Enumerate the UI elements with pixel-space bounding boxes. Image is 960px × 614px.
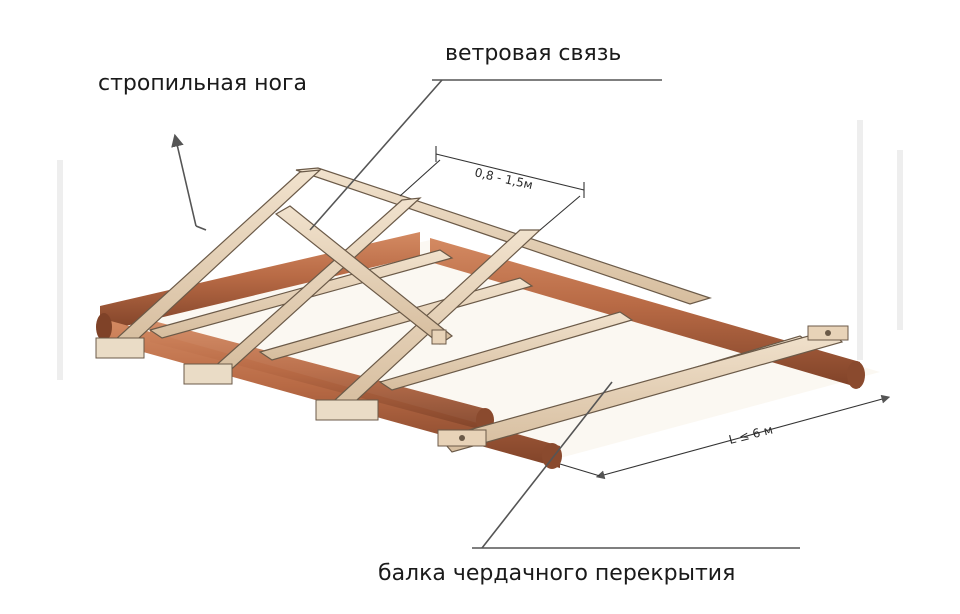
foot-blocks (95, 337, 379, 421)
leader-wind-brace (309, 79, 443, 231)
leader-rafter-leg (171, 133, 197, 227)
dimension-spacing: 0,8 - 1,5м (399, 146, 585, 231)
foot-block-1 (95, 337, 145, 359)
label-wind-brace: ветровая связь (445, 41, 621, 66)
label-attic-beam: балка чердачного перекрытия (378, 561, 735, 586)
leader-lines (171, 79, 800, 549)
log-end-front (542, 443, 562, 469)
foot-block-2 (183, 363, 233, 385)
wind-brace (274, 205, 454, 345)
side-beam (437, 325, 849, 453)
brace-end-block (431, 329, 447, 345)
wind-brace-board (274, 205, 454, 345)
floor-beam-3 (378, 311, 634, 391)
background-sketch (57, 120, 903, 380)
front-side-beam (438, 329, 844, 453)
leader-attic-beam (481, 381, 613, 549)
log-end-left (96, 313, 112, 341)
span-label: L ≤ 6 м (727, 422, 774, 446)
foot-block-3 (315, 399, 379, 421)
spacing-label: 0,8 - 1,5м (473, 165, 534, 192)
log-end-back-right (847, 361, 865, 389)
label-rafter-leg: стропильная нога (98, 71, 307, 96)
